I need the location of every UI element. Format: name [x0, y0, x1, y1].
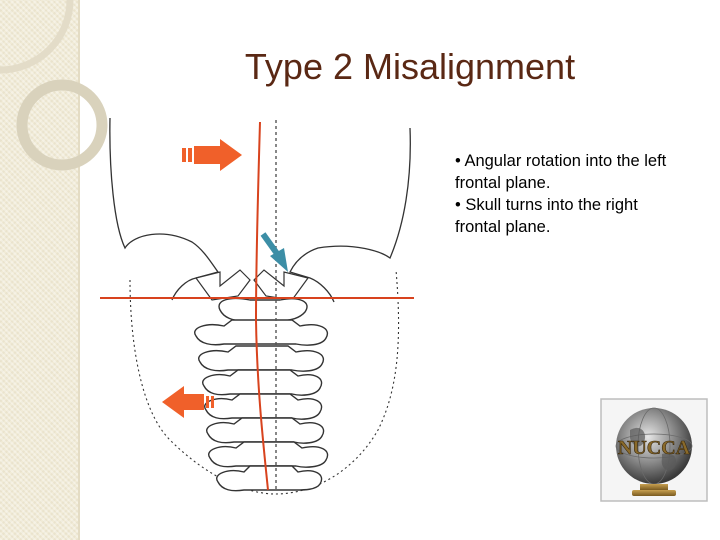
mastoid-notches	[194, 269, 310, 301]
jaw-outline	[129, 269, 400, 495]
cervical-spine-diagram	[100, 117, 414, 495]
vertebrae	[194, 297, 329, 492]
rotated-axis-line	[254, 121, 269, 491]
band-edge	[78, 0, 80, 540]
bullet-item: • Skull turns into the right frontal pla…	[455, 196, 638, 236]
skull-outline	[109, 117, 411, 303]
slide-title: Type 2 Misalignment	[244, 46, 576, 87]
bullet-list: • Angular rotation into the left frontal…	[455, 150, 685, 238]
left-arrow-icon	[162, 386, 214, 418]
decorative-rings-icon	[0, 0, 108, 171]
globe-logo-icon: NUCCA	[600, 398, 708, 502]
bullet-item: • Angular rotation into the left frontal…	[455, 152, 667, 192]
logo-text: NUCCA	[618, 437, 691, 459]
right-arrow-icon	[182, 139, 242, 171]
rotation-arrow-icon	[260, 232, 288, 272]
